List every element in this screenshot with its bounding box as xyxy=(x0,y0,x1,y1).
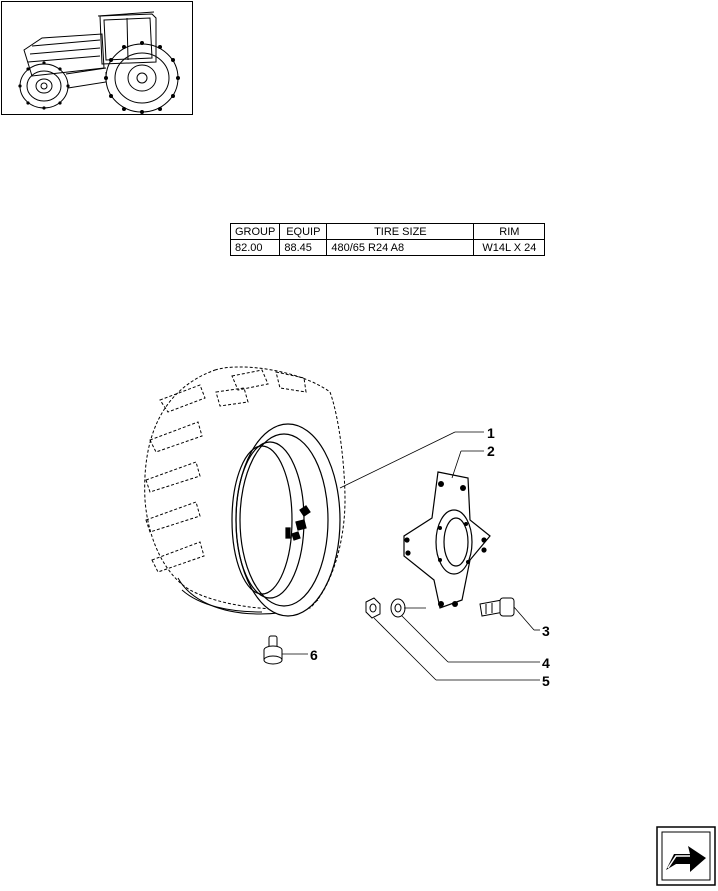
callout-2: 2 xyxy=(487,443,495,459)
tractor-thumbnail xyxy=(1,1,193,115)
spec-table-header-row: GROUP EQUIP TIRE SIZE RIM xyxy=(229,223,546,240)
rim-part xyxy=(231,423,341,617)
callout-4: 4 xyxy=(542,655,550,671)
spec-cell-tire-size: 480/65 R24 A8 xyxy=(326,239,475,256)
spec-table: GROUP EQUIP TIRE SIZE RIM 82.00 88.45 48… xyxy=(229,223,546,256)
spec-header-tire-size: TIRE SIZE xyxy=(326,223,475,240)
spec-table-data-row: 82.00 88.45 480/65 R24 A8 W14L X 24 xyxy=(229,239,546,256)
spec-cell-group: 82.00 xyxy=(229,239,281,256)
bolt-part xyxy=(479,597,515,617)
callout-5: 5 xyxy=(542,673,550,689)
washer-part xyxy=(390,598,406,618)
next-page-arrow-icon xyxy=(656,826,716,886)
tractor-thumbnail-icon xyxy=(18,11,180,114)
spec-cell-equip: 88.45 xyxy=(279,239,328,256)
nut-part xyxy=(365,597,381,619)
wheel-disc-part xyxy=(403,471,491,609)
leader-lines xyxy=(282,431,540,681)
valve-part xyxy=(263,635,283,665)
next-page-button[interactable] xyxy=(656,826,716,886)
callout-3: 3 xyxy=(542,623,550,639)
callout-6: 6 xyxy=(310,647,318,663)
callout-1: 1 xyxy=(487,425,495,441)
spec-cell-rim: W14L X 24 xyxy=(473,239,546,256)
